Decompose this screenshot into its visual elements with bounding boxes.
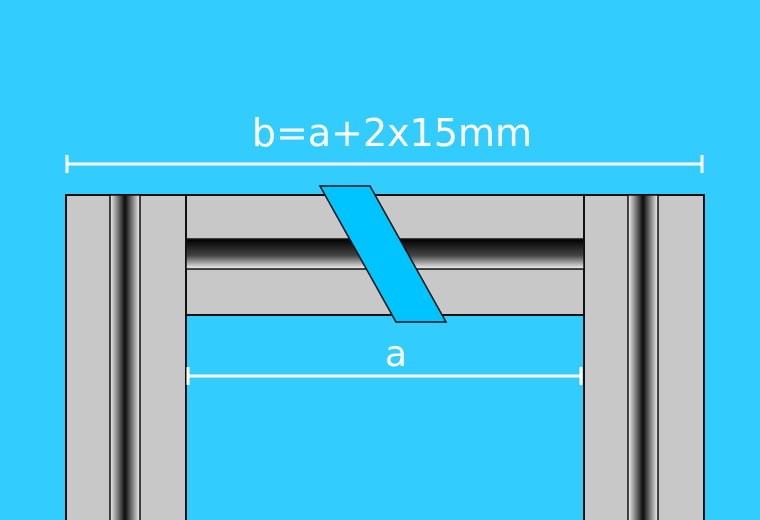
left-profile <box>65 194 187 520</box>
inner-width-label: a <box>385 334 407 375</box>
right-profile-groove <box>627 194 659 520</box>
cut-marker <box>318 185 448 323</box>
inner-width-dimension: a <box>186 334 583 385</box>
right-profile <box>583 194 705 520</box>
left-profile-groove <box>109 194 141 520</box>
total-width-label: b=a+2x15mm <box>252 111 532 155</box>
total-width-dimension: b=a+2x15mm <box>65 111 704 173</box>
